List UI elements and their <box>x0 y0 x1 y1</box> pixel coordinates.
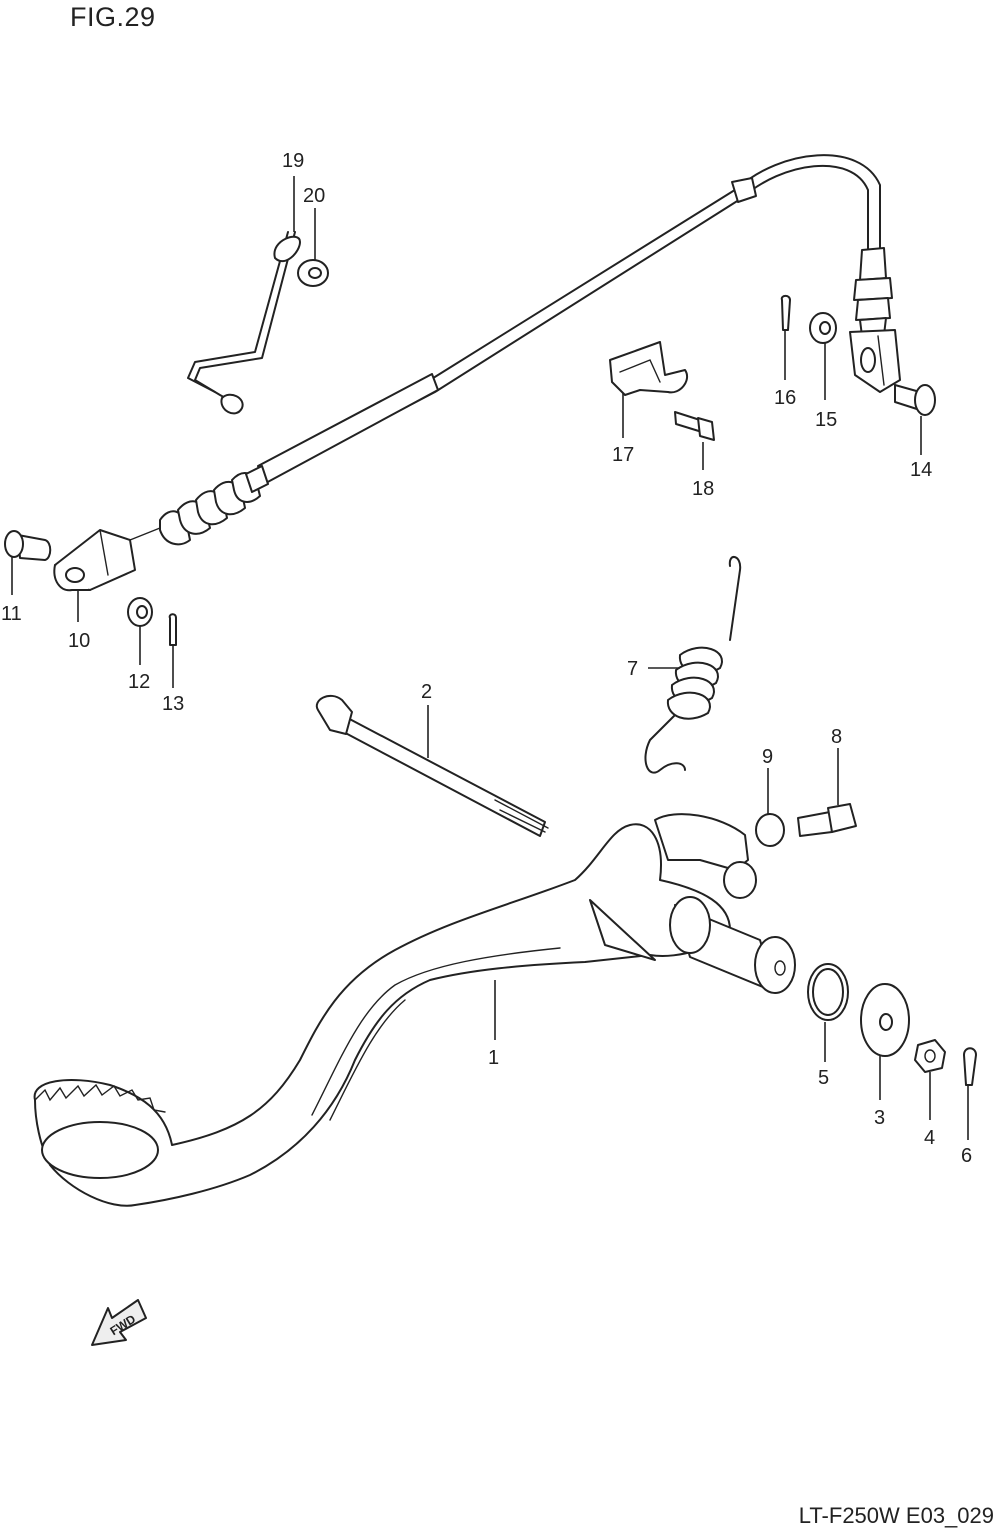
part-label-13: 13 <box>162 693 184 715</box>
part-label-6: 6 <box>961 1145 972 1167</box>
part-label-9: 9 <box>762 746 773 768</box>
diagram-reference-code: LT-F250W E03_029 <box>798 1503 994 1528</box>
part-label-10: 10 <box>68 630 90 652</box>
bolt-8 <box>797 803 857 837</box>
washer-15 <box>809 312 837 344</box>
figure-title: FIG.29 <box>70 2 156 32</box>
part-label-2: 2 <box>421 681 432 703</box>
part-label-3: 3 <box>874 1107 885 1129</box>
nut-9 <box>755 813 785 847</box>
rod-19 <box>187 231 301 415</box>
o-ring-5 <box>807 963 849 1021</box>
return-spring-7 <box>644 556 742 774</box>
clevis-pin-14 <box>894 384 936 416</box>
part-labels: 1 2 3 4 5 6 7 8 9 10 11 12 13 14 15 16 1… <box>1 150 972 1167</box>
washer-12 <box>127 597 153 627</box>
part-label-7: 7 <box>627 658 638 680</box>
clevis-pin-11 <box>4 530 52 561</box>
leader-lines <box>11 176 969 1140</box>
part-label-8: 8 <box>831 726 842 748</box>
pivot-bolt-2 <box>315 694 549 837</box>
washer-3 <box>860 983 910 1057</box>
part-label-15: 15 <box>815 409 837 431</box>
part-label-5: 5 <box>818 1067 829 1089</box>
clip-17 <box>609 341 688 396</box>
brake-pedal-1 <box>33 813 796 1207</box>
part-label-11: 11 <box>1 603 22 625</box>
part-label-1: 1 <box>488 1047 499 1069</box>
brake-cable <box>53 154 901 592</box>
part-label-18: 18 <box>692 478 714 500</box>
part-label-12: 12 <box>128 671 150 693</box>
part-label-16: 16 <box>774 387 796 409</box>
washer-20 <box>297 259 329 287</box>
part-label-19: 19 <box>282 150 304 172</box>
part-label-20: 20 <box>303 185 325 207</box>
part-label-14: 14 <box>910 459 932 481</box>
nut-4 <box>914 1039 946 1073</box>
part-label-17: 17 <box>612 444 634 466</box>
cotter-pin-16 <box>780 294 791 331</box>
cotter-pin-6 <box>963 1047 977 1086</box>
cotter-pin-13 <box>168 613 177 646</box>
forward-arrow-icon: FWD <box>91 1299 147 1346</box>
bolt-18 <box>674 411 715 441</box>
part-label-4: 4 <box>924 1127 935 1149</box>
